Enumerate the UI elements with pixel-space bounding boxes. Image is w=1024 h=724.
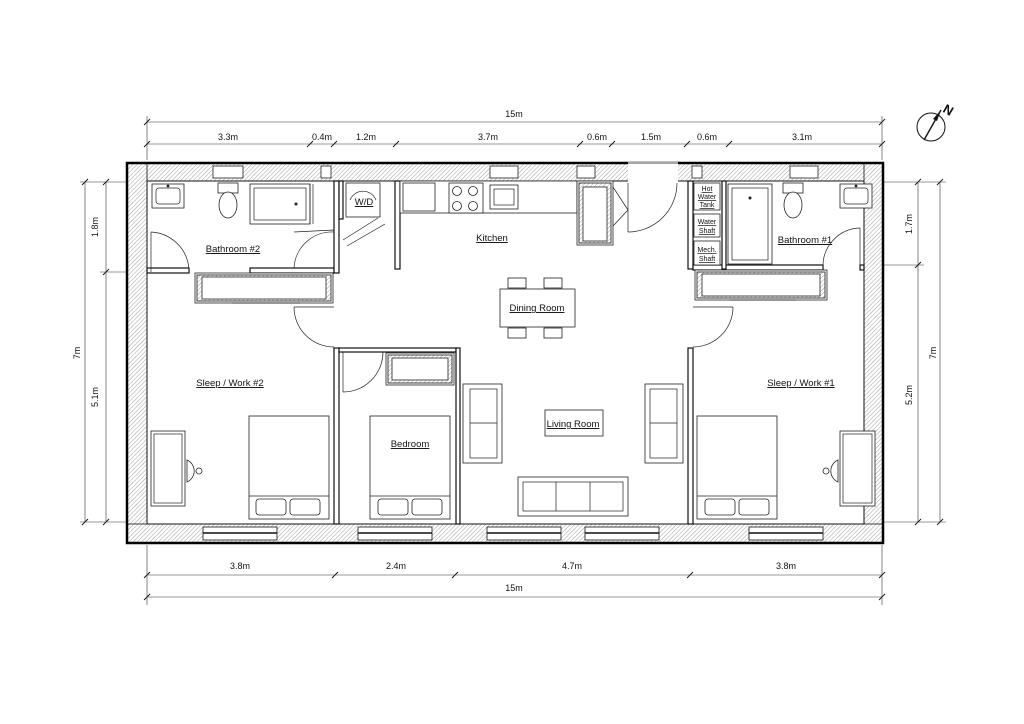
- dim-left-total: 7m: [72, 347, 82, 360]
- label-hot-water-3: Tank: [700, 202, 715, 209]
- bathroom-1-fixtures: [727, 182, 873, 265]
- left-unit-closet: [194, 272, 334, 304]
- dim-bottom-total: 15m: [505, 583, 523, 593]
- label-water-shaft-2: Shaft: [699, 228, 715, 235]
- dim-left-2: 5.1m: [90, 387, 100, 407]
- dim-bottom-2: 2.4m: [386, 561, 406, 571]
- label-bedroom: Bedroom: [391, 439, 430, 450]
- label-dining-room: Dining Room: [510, 303, 565, 314]
- interior-walls: [146, 180, 865, 525]
- left-unit-doors: [293, 229, 335, 348]
- utility-labels: Hot Water Tank Water Shaft Mech. Shaft: [697, 186, 716, 263]
- dim-bottom-3: 4.7m: [562, 561, 582, 571]
- label-water-shaft-1: Water: [698, 219, 717, 226]
- left-dimension-chain: [80, 178, 150, 526]
- living-room-furniture: [462, 383, 684, 517]
- label-mech-shaft-1: Mech.: [697, 247, 716, 254]
- bathroom-1-door: [822, 227, 861, 268]
- dim-right-1: 1.7m: [904, 214, 914, 234]
- dim-top-7: 0.6m: [697, 132, 717, 142]
- sleep-work-1-furniture: [696, 415, 876, 520]
- bathroom-2-fixtures: [151, 182, 314, 225]
- dim-top-1: 3.3m: [218, 132, 238, 142]
- utility-shafts: [693, 182, 721, 266]
- right-dimension-chain: [880, 178, 946, 526]
- right-unit-closet: [694, 269, 828, 301]
- bottom-dimension-chain: [143, 545, 886, 605]
- entry-door: [612, 182, 678, 233]
- north-label: N: [941, 101, 957, 119]
- label-mech-shaft-2: Shaft: [699, 256, 715, 263]
- dim-top-total: 15m: [505, 109, 523, 119]
- dim-top-4: 3.7m: [478, 132, 498, 142]
- bottom-windows: [202, 526, 824, 541]
- label-living-room: Living Room: [547, 419, 600, 430]
- dim-left-1: 1.8m: [90, 217, 100, 237]
- dim-right-2: 5.2m: [904, 385, 914, 405]
- dim-top-8: 3.1m: [792, 132, 812, 142]
- label-sleep-work-1: Sleep / Work #1: [767, 378, 834, 389]
- bedroom-fixtures: [342, 351, 455, 520]
- kitchen-counter: [399, 180, 614, 246]
- dimension-labels: 15m 3.3m 0.4m 1.2m 3.7m 0.6m 1.5m 0.6m 3…: [72, 109, 938, 593]
- dim-top-2: 0.4m: [312, 132, 332, 142]
- label-wd: W/D: [355, 197, 374, 208]
- label-sleep-work-2: Sleep / Work #2: [196, 378, 263, 389]
- wd-closet: [342, 182, 386, 247]
- top-dimension-chain: [143, 116, 886, 160]
- room-labels: Bathroom #2 Kitchen Bathroom #1 Dining R…: [196, 197, 834, 450]
- top-windows: [212, 162, 819, 182]
- dim-bottom-4: 3.8m: [776, 561, 796, 571]
- bathroom-2-door: [150, 231, 190, 272]
- label-hot-water-1: Hot: [702, 186, 713, 193]
- dim-right-total: 7m: [928, 347, 938, 360]
- dim-top-6: 1.5m: [641, 132, 661, 142]
- dining-table: [499, 277, 576, 339]
- label-kitchen: Kitchen: [476, 233, 508, 244]
- label-bathroom-1: Bathroom #1: [778, 235, 832, 246]
- dim-top-3: 1.2m: [356, 132, 376, 142]
- dim-bottom-1: 3.8m: [230, 561, 250, 571]
- right-unit-door: [692, 306, 734, 348]
- dim-top-5: 0.6m: [587, 132, 607, 142]
- label-bathroom-2: Bathroom #2: [206, 244, 260, 255]
- sleep-work-2-furniture: [150, 415, 330, 520]
- label-hot-water-2: Water: [698, 194, 717, 201]
- north-arrow: N: [916, 101, 957, 142]
